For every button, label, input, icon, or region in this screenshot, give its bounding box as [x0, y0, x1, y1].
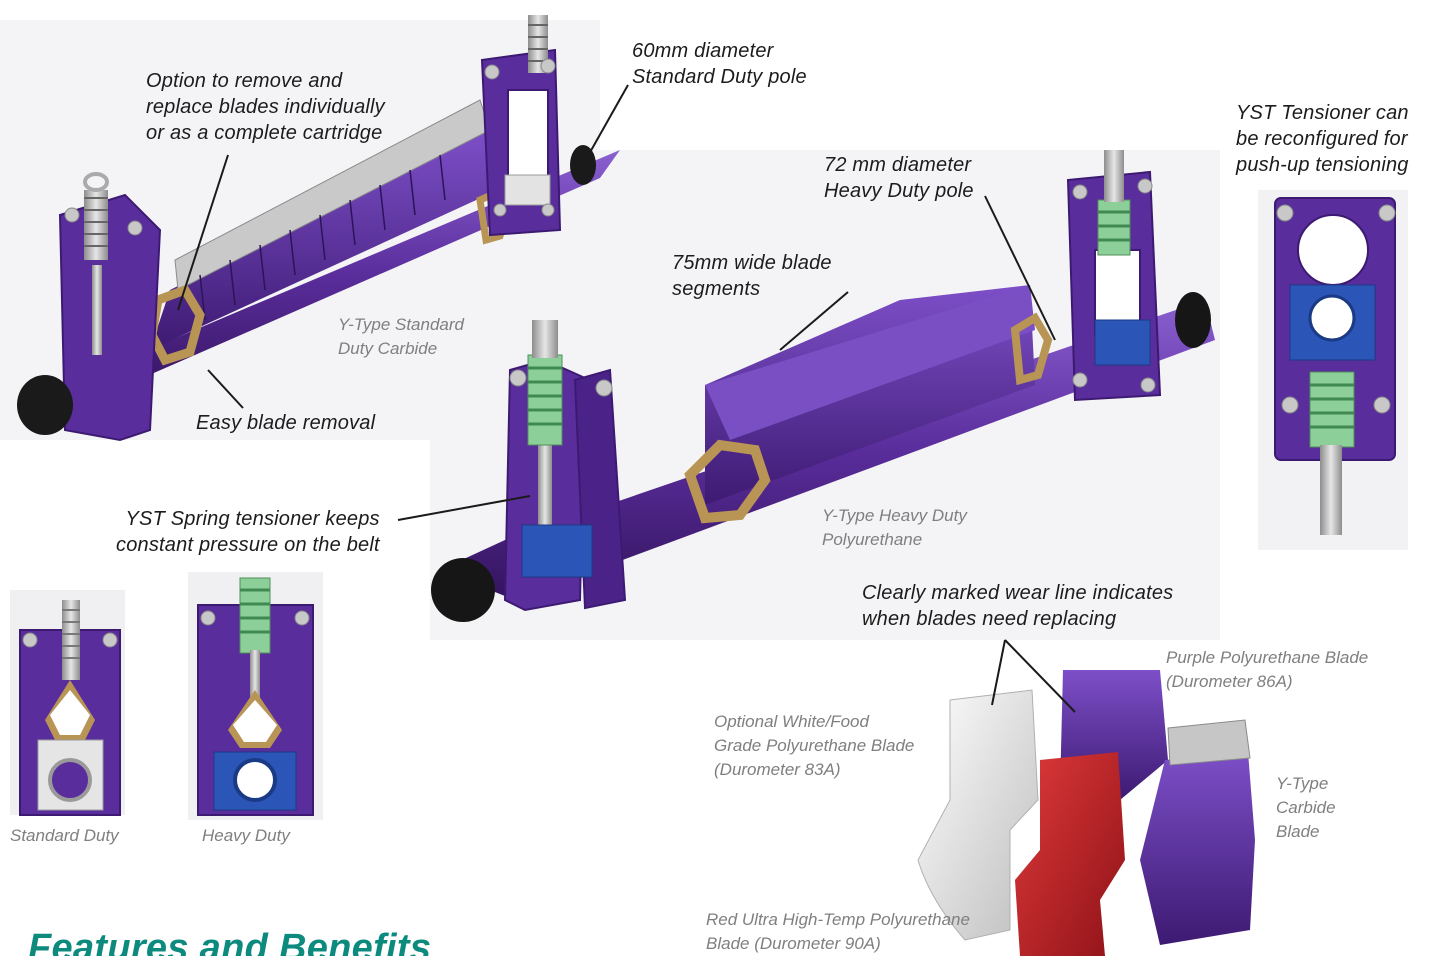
leader-lines: [177, 84, 1076, 713]
caption-heavy-duty: Heavy Duty: [202, 826, 290, 845]
callout-pole-60mm: 60mm diameter Standard Duty pole: [632, 40, 807, 88]
callout-wear-line: Clearly marked wear line indicates when …: [862, 582, 1174, 630]
caption-standard-duty: Standard Duty: [10, 826, 119, 845]
red-blade-shape: [1015, 752, 1125, 956]
caption-heavy-polyurethane: Y-Type Heavy Duty Polyurethane: [822, 506, 967, 549]
heavy-duty-view: [197, 577, 314, 816]
carbide-blade-shape: [1140, 752, 1255, 945]
callout-pole-72mm: 72 mm diameter Heavy Duty pole: [824, 154, 974, 202]
caption-carbide-blade: Y-Type Carbide Blade: [1276, 774, 1336, 841]
callout-easy-removal: Easy blade removal: [196, 412, 376, 434]
callout-tensioner-reconfig: YST Tensioner can be reconfigured for pu…: [1236, 102, 1409, 176]
features-heading: Features and Benefits: [28, 927, 432, 956]
blade-samples: [917, 670, 1255, 956]
callout-remove-replace: Option to remove and replace blades indi…: [146, 70, 385, 144]
caption-red-blade: Red Ultra High-Temp Polyurethane Blade (…: [706, 910, 970, 953]
standard-duty-view: [19, 600, 121, 816]
yst-tensioner: [1274, 197, 1396, 535]
caption-white-blade: Optional White/Food Grade Polyurethane B…: [714, 712, 915, 779]
white-blade-shape: [917, 689, 1039, 941]
heavy-duty-cleaner: [431, 150, 1215, 622]
caption-purple-blade: Purple Polyurethane Blade (Durometer 86A…: [1166, 648, 1369, 691]
standard-duty-cleaner: [17, 15, 620, 442]
callout-blade-segments: 75mm wide blade segments: [672, 252, 832, 300]
carbide-tip-shape: [1167, 719, 1251, 766]
callout-spring-tensioner: YST Spring tensioner keeps constant pres…: [116, 508, 380, 556]
caption-standard-carbide: Y-Type Standard Duty Carbide: [338, 315, 464, 358]
